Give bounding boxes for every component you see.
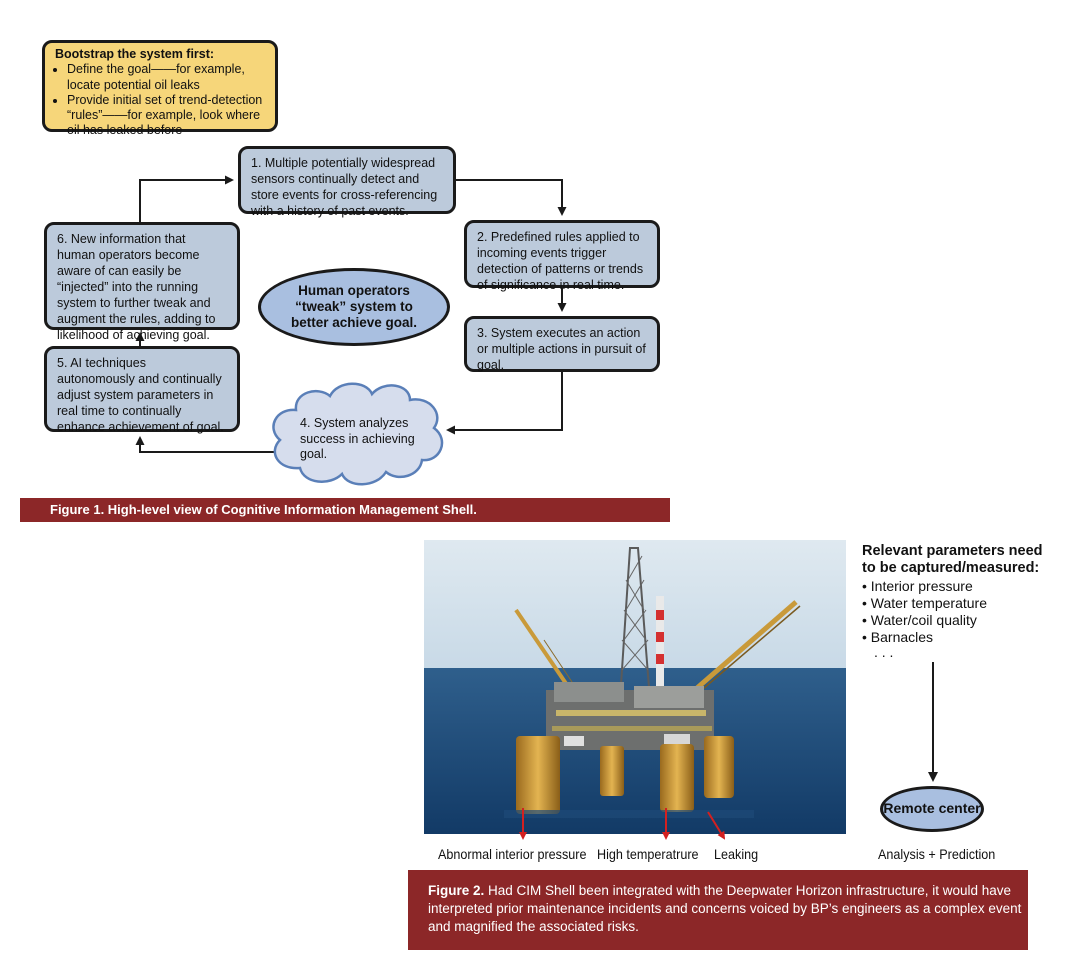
remote-center-oval: Remote center — [880, 786, 984, 832]
step-4-text: 4. System analyzes success in achieving … — [300, 416, 415, 462]
remote-center-text: Remote center — [883, 800, 981, 817]
arrow-6-to-1 — [139, 175, 234, 222]
oil-rig-illustration — [424, 540, 846, 834]
step-1-text: 1. Multiple potentially widespread senso… — [251, 156, 438, 218]
parameters-ellipsis: . . . — [874, 643, 894, 660]
figure-2-caption-label: Figure 2. — [428, 883, 485, 898]
parameter-item: Water temperature — [862, 595, 1052, 612]
bootstrap-heading: Bootstrap the system first: — [55, 47, 215, 61]
parameter-item: Interior pressure — [862, 578, 1052, 595]
parameter-item: Water/coil quality — [862, 612, 1052, 629]
leaking-pointer — [707, 811, 726, 840]
flow-arrows — [135, 175, 567, 486]
label-leaking: Leaking — [714, 846, 759, 862]
parameters-list: Relevant parameters need to be captured/… — [862, 543, 1052, 658]
step-3-text: 3. System executes an action or multiple… — [477, 326, 646, 372]
label-high-temperature: High temperatrure — [597, 846, 699, 862]
step-2-box: 2. Predefined rules applied to incoming … — [464, 220, 660, 292]
human-operators-text: Human operators “tweak” system to better… — [290, 282, 418, 331]
step-6-text: 6. New information that human operators … — [57, 232, 216, 342]
cloud-shape — [272, 382, 444, 486]
step-6-box: 6. New information that human operators … — [44, 222, 240, 342]
figure-1-caption: Figure 1. High-level view of Cognitive I… — [20, 498, 670, 522]
bootstrap-item: Define the goal——for example, locate pot… — [67, 62, 265, 93]
parameter-item: Barnacles — [862, 629, 1052, 646]
arrow-3-to-4 — [446, 372, 563, 435]
bootstrap-box: Bootstrap the system first: Define the g… — [42, 40, 278, 137]
parameters-heading: Relevant parameters need to be captured/… — [862, 543, 1043, 576]
human-operators-oval: Human operators “tweak” system to better… — [258, 268, 450, 346]
arrow-4-to-5 — [135, 436, 282, 453]
step-3-box: 3. System executes an action or multiple… — [464, 316, 660, 372]
figure-2-caption-text: Had CIM Shell been integrated with the D… — [428, 883, 1022, 935]
oil-rig-photo — [424, 540, 846, 834]
bootstrap-item: Provide initial set of trend-detection “… — [67, 93, 265, 139]
figure-2-caption: Figure 2. Had CIM Shell been integrated … — [408, 870, 1028, 950]
step-1-box: 1. Multiple potentially widespread senso… — [238, 146, 456, 218]
arrow-1-to-2 — [456, 179, 567, 216]
analysis-prediction-label: Analysis + Prediction — [878, 846, 996, 862]
step-5-box: 5. AI techniques autonomously and contin… — [44, 346, 240, 434]
label-abnormal-pressure: Abnormal interior pressure — [438, 846, 587, 862]
step-2-text: 2. Predefined rules applied to incoming … — [477, 230, 644, 292]
step-5-text: 5. AI techniques autonomously and contin… — [57, 356, 224, 434]
